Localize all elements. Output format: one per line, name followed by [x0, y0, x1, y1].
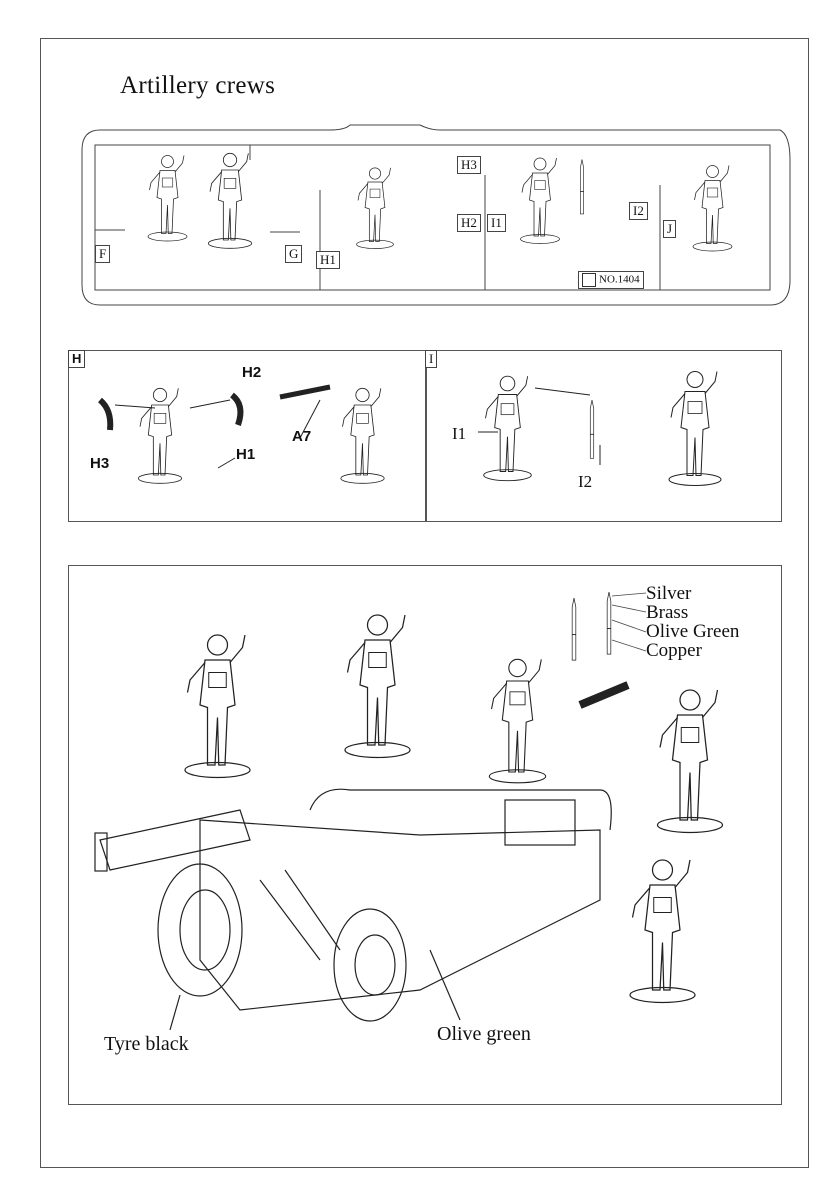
page-border — [40, 38, 809, 1168]
sprue-label-i2: I2 — [629, 202, 648, 220]
sprue-label-h2: H2 — [457, 214, 481, 232]
panel-h-art — [97, 384, 385, 484]
h3-arm-part — [97, 397, 114, 431]
callout-h3: H3 — [90, 455, 110, 472]
color-label-olive-green: Olive Green — [646, 621, 740, 642]
painting-art — [94, 592, 724, 1031]
panel-i-art — [478, 370, 722, 487]
panel-h-tag: H — [68, 350, 86, 368]
label-tyre-black: Tyre black — [104, 1033, 189, 1055]
a7-shell-part — [279, 384, 331, 400]
shell-loose — [578, 681, 630, 709]
sprue-label-f: F — [95, 245, 111, 263]
label-olive-green: Olive green — [437, 1023, 531, 1045]
sprue-label-j: J — [663, 220, 677, 238]
color-label-brass: Brass — [646, 602, 689, 623]
sprue-frame — [81, 124, 791, 306]
color-label-copper: Copper — [646, 640, 702, 661]
h2-arm-part — [230, 392, 244, 426]
part-number-badge: NO.1404 — [578, 271, 644, 289]
painting-panel — [68, 565, 782, 1105]
callout-h1: H1 — [236, 446, 256, 463]
sprue-label-g: G — [285, 245, 303, 263]
callout-a7: A7 — [292, 428, 312, 445]
sprue-label-h1: H1 — [316, 251, 340, 269]
panel-i — [425, 350, 782, 522]
part-number: NO.1404 — [599, 273, 640, 286]
howitzer-drawing — [94, 788, 612, 1031]
panel-i-tag: I — [425, 350, 438, 368]
callout-i1: I1 — [452, 424, 467, 443]
page-title: Artillery crews — [120, 72, 276, 99]
brand-logo-icon — [582, 273, 596, 287]
panel-h — [68, 350, 427, 522]
color-label-silver: Silver — [646, 583, 692, 604]
callout-i2: I2 — [578, 472, 593, 491]
sprue-label-i1: I1 — [487, 214, 506, 232]
callout-h2: H2 — [242, 364, 262, 381]
sprue-label-h3: H3 — [457, 156, 481, 174]
